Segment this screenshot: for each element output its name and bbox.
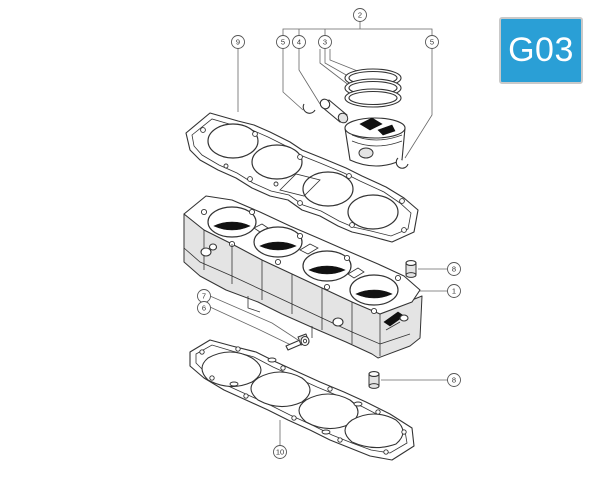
svg-text:3: 3 [323, 38, 327, 47]
piston-pin-circlip-right [395, 157, 409, 169]
leader-lines [209, 22, 448, 446]
callout-3: 3 [318, 35, 332, 49]
svg-text:5: 5 [281, 38, 285, 47]
callout-8-lower: 8 [447, 373, 461, 387]
callout-7: 7 [197, 289, 211, 303]
cylinder-block [183, 195, 423, 359]
callout-8-upper: 8 [447, 262, 461, 276]
cylinder-head-gasket [185, 112, 419, 243]
section-code-badge: G03 [499, 17, 583, 84]
svg-text:9: 9 [236, 38, 240, 47]
callout-9: 9 [231, 35, 245, 49]
svg-text:4: 4 [297, 38, 301, 47]
callout-10: 10 [273, 445, 287, 459]
callout-6: 6 [197, 301, 211, 315]
piston-pin-circlip-left [302, 103, 316, 114]
svg-text:10: 10 [276, 448, 284, 457]
dowel-pin-lower [368, 371, 380, 389]
svg-text:5: 5 [430, 38, 434, 47]
dowel-pin-upper [405, 260, 417, 278]
callout-1: 1 [447, 284, 461, 298]
callout-5-left: 5 [276, 35, 290, 49]
svg-text:8: 8 [452, 265, 456, 274]
cylinder-base-gasket [189, 339, 415, 461]
svg-text:6: 6 [202, 304, 206, 313]
callout-2: 2 [353, 8, 367, 22]
callout-4: 4 [292, 35, 306, 49]
washer [300, 335, 310, 347]
callout-5-right: 5 [425, 35, 439, 49]
svg-text:2: 2 [358, 11, 362, 20]
piston-pin [319, 98, 349, 124]
svg-text:8: 8 [452, 376, 456, 385]
piston [344, 117, 406, 167]
svg-text:7: 7 [202, 292, 206, 301]
piston-ring-set [344, 68, 402, 108]
svg-text:1: 1 [452, 287, 456, 296]
